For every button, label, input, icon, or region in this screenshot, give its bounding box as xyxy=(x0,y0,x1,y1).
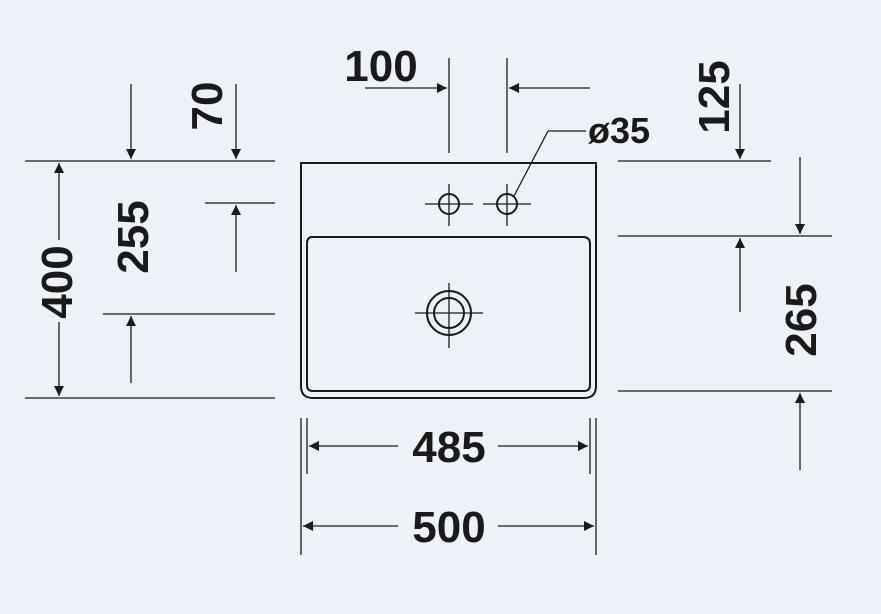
dim-back-to-drain xyxy=(103,202,275,383)
dim-inner-width xyxy=(306,418,591,474)
basin-outer-edge xyxy=(300,162,597,399)
label-total-depth: 400 xyxy=(33,245,82,318)
dim-tap-hole-diameter xyxy=(513,130,586,197)
dim-total-depth xyxy=(25,160,275,399)
label-bowl-depth: 265 xyxy=(777,283,826,356)
dim-tap-hole-offset xyxy=(618,84,771,162)
dim-tap-hole-spacing xyxy=(365,58,590,153)
label-tap-hole-diameter: ø35 xyxy=(588,110,650,151)
dim-bowl-depth xyxy=(618,157,832,470)
label-tap-hole-spacing: 100 xyxy=(344,42,417,91)
basin-outline xyxy=(300,162,597,399)
label-inner-width: 485 xyxy=(412,423,485,472)
dim-rim-to-tap xyxy=(126,84,241,159)
tap-hole-right xyxy=(483,184,531,226)
label-back-to-drain: 255 xyxy=(109,200,158,273)
dim-total-width xyxy=(300,418,597,555)
drain xyxy=(415,283,483,348)
label-tap-hole-offset: 125 xyxy=(690,60,739,133)
tap-hole-left xyxy=(425,184,473,226)
label-rim-to-tap: 70 xyxy=(183,82,232,131)
label-total-width: 500 xyxy=(412,503,485,552)
bowl-inner-edge xyxy=(306,236,591,392)
